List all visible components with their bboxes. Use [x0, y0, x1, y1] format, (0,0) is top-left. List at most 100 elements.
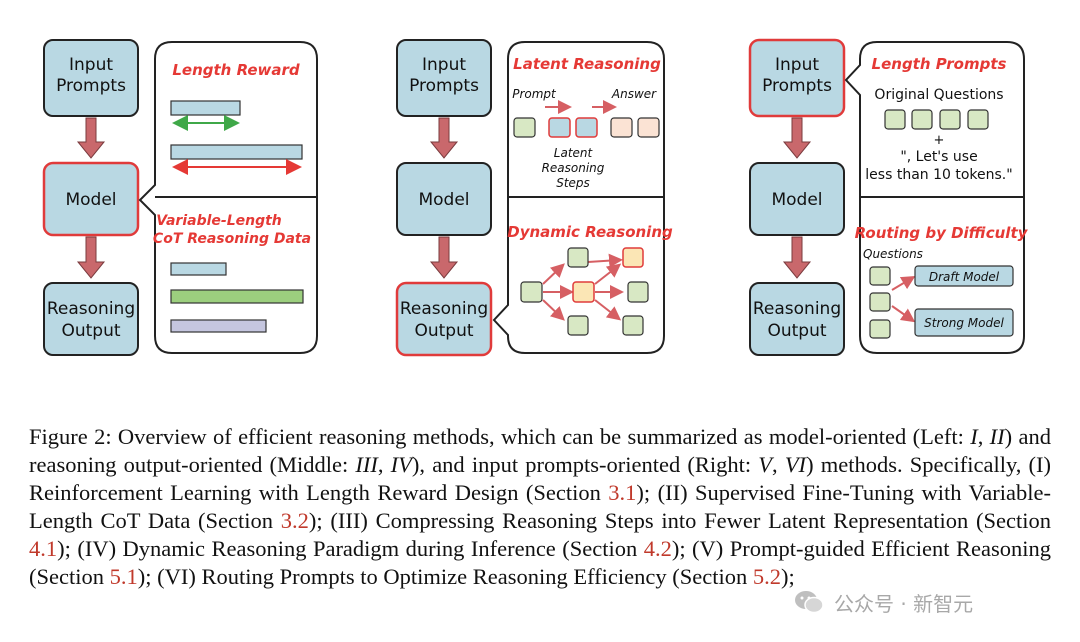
caption-text: ); (IV) Dynamic Reasoning Paradigm durin… — [57, 536, 644, 561]
section-link-5-2[interactable]: 5.2 — [752, 564, 781, 589]
right-output-box — [749, 282, 845, 356]
left-output-box — [43, 282, 139, 356]
caption-text: ); (II) Supervised Fine-Tuning with Vari… — [29, 480, 1051, 533]
left-long-bar — [170, 144, 303, 160]
left-top-title: Length Reward — [172, 61, 300, 79]
left-bottom-title-2: CoT Reasoning Data — [153, 231, 311, 247]
middle-output-label-1: Reasoning — [400, 299, 488, 319]
right-arrow-2 — [782, 236, 812, 279]
right-route-token-2 — [869, 292, 891, 312]
left-bottom-title-1: Variable-Length — [156, 213, 282, 229]
caption-text: , — [772, 452, 785, 477]
middle-prompt-label: Prompt — [512, 87, 557, 101]
right-model-label: Model — [771, 190, 822, 210]
right-input-box — [748, 38, 846, 118]
section-link-3-1[interactable]: 3.1 — [608, 480, 637, 505]
left-arrow-2 — [76, 236, 106, 279]
figure-diagram: Input Prompts Model Reasoning Output Len… — [42, 38, 1029, 357]
middle-input-label-1: Input — [422, 55, 466, 75]
right-question-token-3 — [939, 109, 961, 130]
figure-caption: Figure 2: Overview of efficient reasonin… — [29, 423, 1051, 591]
caption-label-iii: III — [355, 452, 378, 477]
right-arrow-1 — [782, 117, 812, 159]
middle-arrow-1 — [429, 117, 459, 159]
caption-text: , — [377, 452, 391, 477]
caption-text: ); (V) Prompt-guided Efficient Reasoning… — [29, 536, 1051, 589]
middle-steps-label-1: Latent — [554, 146, 594, 160]
right-output-label-2: Output — [767, 321, 826, 341]
middle-answer-token-1 — [610, 117, 633, 138]
right-question-token-2 — [911, 109, 933, 130]
middle-steps-label-2: Reasoning — [542, 161, 605, 175]
right-input-label-1: Input — [775, 55, 819, 75]
left-input-label-1: Input — [69, 55, 113, 75]
middle-input-label-2: Prompts — [409, 76, 479, 96]
right-input-label-2: Prompts — [762, 76, 832, 96]
middle-top-title: Latent Reasoning — [513, 55, 661, 73]
right-bottom-title: Routing by Difficulty — [855, 224, 1029, 242]
caption-text: ); — [780, 564, 795, 589]
middle-model-label: Model — [418, 190, 469, 210]
left-short-bar — [170, 100, 241, 116]
right-original-questions: Original Questions — [874, 87, 1003, 103]
middle-latent-token-2 — [575, 117, 598, 138]
left-data-bar-2 — [170, 289, 304, 304]
dynamic-graph — [520, 247, 649, 336]
middle-answer-token-2 — [637, 117, 660, 138]
right-question-token-1 — [884, 109, 906, 130]
left-input-box — [43, 39, 139, 117]
right-prompt-suffix-1: ", Let's use — [900, 149, 977, 165]
watermark: 公众号 · 新智元 — [792, 583, 1062, 621]
middle-bottom-title: Dynamic Reasoning — [507, 223, 673, 241]
caption-label-iv: IV — [390, 452, 412, 477]
caption-text: Figure 2: Overview of efficient reasonin… — [29, 424, 971, 449]
caption-label-ii: II — [989, 424, 1005, 449]
middle-panel: Input Prompts Model Reasoning Output Lat… — [395, 39, 673, 357]
section-link-4-2[interactable]: 4.2 — [643, 536, 672, 561]
middle-input-box — [396, 39, 492, 117]
caption-text: , — [977, 424, 990, 449]
right-question-token-4 — [967, 109, 989, 130]
section-link-5-1[interactable]: 5.1 — [109, 564, 138, 589]
caption-text: ), and input prompts-oriented (Right: — [411, 452, 759, 477]
right-route-arrow-1 — [891, 275, 916, 291]
middle-output-box — [395, 281, 493, 357]
left-data-bar-1 — [170, 262, 227, 276]
caption-label-i: I — [970, 424, 978, 449]
watermark-text: 公众号 · 新智元 — [834, 591, 974, 616]
middle-model-box — [396, 162, 492, 236]
left-data-bar-3 — [170, 319, 267, 333]
middle-output-label-2: Output — [414, 321, 473, 341]
caption-text: ) methods. Specifically, (I) Reinforceme… — [29, 452, 1051, 505]
section-link-4-1[interactable]: 4.1 — [29, 536, 58, 561]
left-panel: Input Prompts Model Reasoning Output Len… — [42, 39, 318, 356]
caption-text: ) and reasoning output-oriented (Middle: — [29, 424, 1051, 477]
left-input-label-2: Prompts — [56, 76, 126, 96]
right-route-arrow-2 — [891, 305, 916, 323]
middle-latent-token-1 — [548, 117, 571, 138]
caption-text: ); (III) Compressing Reasoning Steps int… — [308, 508, 1051, 533]
right-prompt-suffix-2: less than 10 tokens." — [865, 167, 1012, 183]
right-route-token-3 — [869, 319, 891, 339]
right-strong-model-box — [914, 308, 1014, 337]
caption-label-v: V — [758, 452, 773, 477]
section-link-3-2[interactable]: 3.2 — [280, 508, 309, 533]
middle-arrow-2 — [429, 236, 459, 279]
right-questions-label: Questions — [863, 247, 923, 261]
middle-prompt-token — [513, 117, 536, 138]
left-output-label-1: Reasoning — [47, 299, 135, 319]
right-panel: Input Prompts Model Reasoning Output Len… — [748, 38, 1029, 356]
left-arrow-1 — [76, 117, 106, 159]
middle-answer-label: Answer — [611, 87, 657, 101]
caption-text: ); (VI) Routing Prompts to Optimize Reas… — [137, 564, 753, 589]
caption-label-vi: VI — [784, 452, 807, 477]
right-draft-model-box — [914, 265, 1014, 287]
right-model-box — [749, 162, 845, 236]
right-strong-model-label: Strong Model — [924, 316, 1004, 330]
right-draft-model-label: Draft Model — [929, 270, 1000, 284]
right-top-title: Length Prompts — [872, 55, 1007, 73]
right-plus: + — [934, 133, 945, 148]
middle-steps-label-3: Steps — [556, 176, 590, 190]
left-model-label: Model — [65, 190, 116, 210]
left-output-label-2: Output — [61, 321, 120, 341]
